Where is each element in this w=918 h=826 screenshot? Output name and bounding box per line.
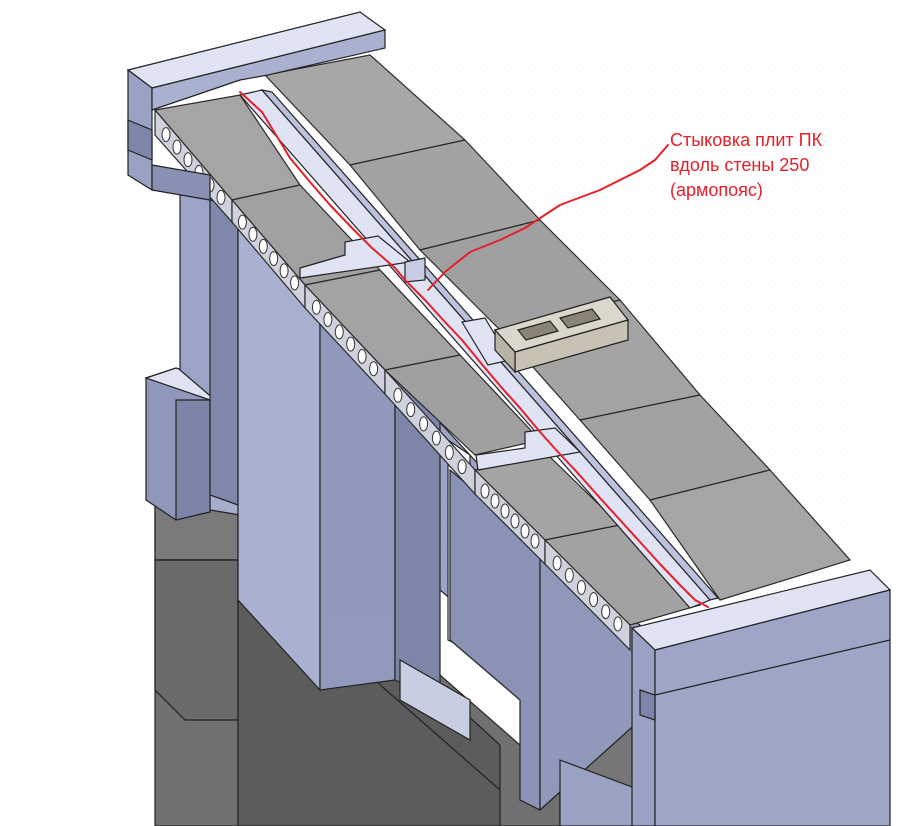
hollow-core bbox=[601, 604, 611, 620]
hollow-core bbox=[258, 238, 268, 254]
annotation-line-3: (армопояс) bbox=[670, 180, 763, 200]
hollow-core bbox=[369, 361, 379, 377]
hollow-core bbox=[323, 312, 333, 328]
hollow-core bbox=[564, 567, 574, 583]
hollow-core bbox=[334, 324, 344, 340]
hollow-core bbox=[419, 416, 429, 432]
hollow-core bbox=[279, 263, 289, 279]
joint-red-line bbox=[239, 91, 709, 608]
hollow-core bbox=[290, 275, 300, 291]
hollow-core bbox=[510, 513, 520, 529]
hollow-core bbox=[393, 387, 403, 403]
annotation-line-1: Стыковка плит ПК bbox=[670, 130, 823, 150]
hollow-core bbox=[431, 430, 441, 446]
hollow-core bbox=[576, 579, 586, 595]
hollow-core bbox=[480, 483, 490, 499]
hollow-core bbox=[520, 523, 530, 539]
hollow-core bbox=[269, 251, 279, 267]
hollow-core bbox=[346, 336, 356, 352]
wall-cap-left bbox=[126, 11, 387, 201]
annotation-marker bbox=[239, 91, 709, 608]
annotation-line-2: вдоль стены 250 bbox=[670, 155, 810, 175]
hollow-core bbox=[613, 616, 623, 632]
concrete-block bbox=[493, 296, 630, 374]
wall-cap-right bbox=[630, 569, 892, 826]
hollow-core bbox=[172, 139, 182, 155]
hollow-core bbox=[183, 152, 193, 168]
hollow-core bbox=[530, 533, 540, 549]
hollow-core bbox=[406, 402, 416, 418]
slab-front-edges bbox=[154, 108, 631, 652]
hollow-core bbox=[248, 226, 258, 242]
hollow-core bbox=[457, 459, 467, 475]
hollow-core bbox=[552, 555, 562, 571]
hollow-core bbox=[490, 493, 500, 509]
leader-line bbox=[427, 144, 669, 291]
hollow-core bbox=[500, 503, 510, 519]
hollow-core bbox=[237, 214, 247, 230]
hollow-core bbox=[311, 299, 321, 315]
hollow-core bbox=[161, 127, 171, 143]
slab-hollow-cores bbox=[161, 127, 623, 632]
joint-annotation-label: Стыковка плит ПК вдоль стены 250 (армопо… bbox=[670, 128, 822, 203]
hollow-core bbox=[216, 189, 226, 205]
hollow-core bbox=[589, 592, 599, 608]
hollow-core bbox=[357, 348, 367, 364]
slab-row-front bbox=[153, 94, 702, 626]
hollow-core bbox=[444, 444, 454, 460]
